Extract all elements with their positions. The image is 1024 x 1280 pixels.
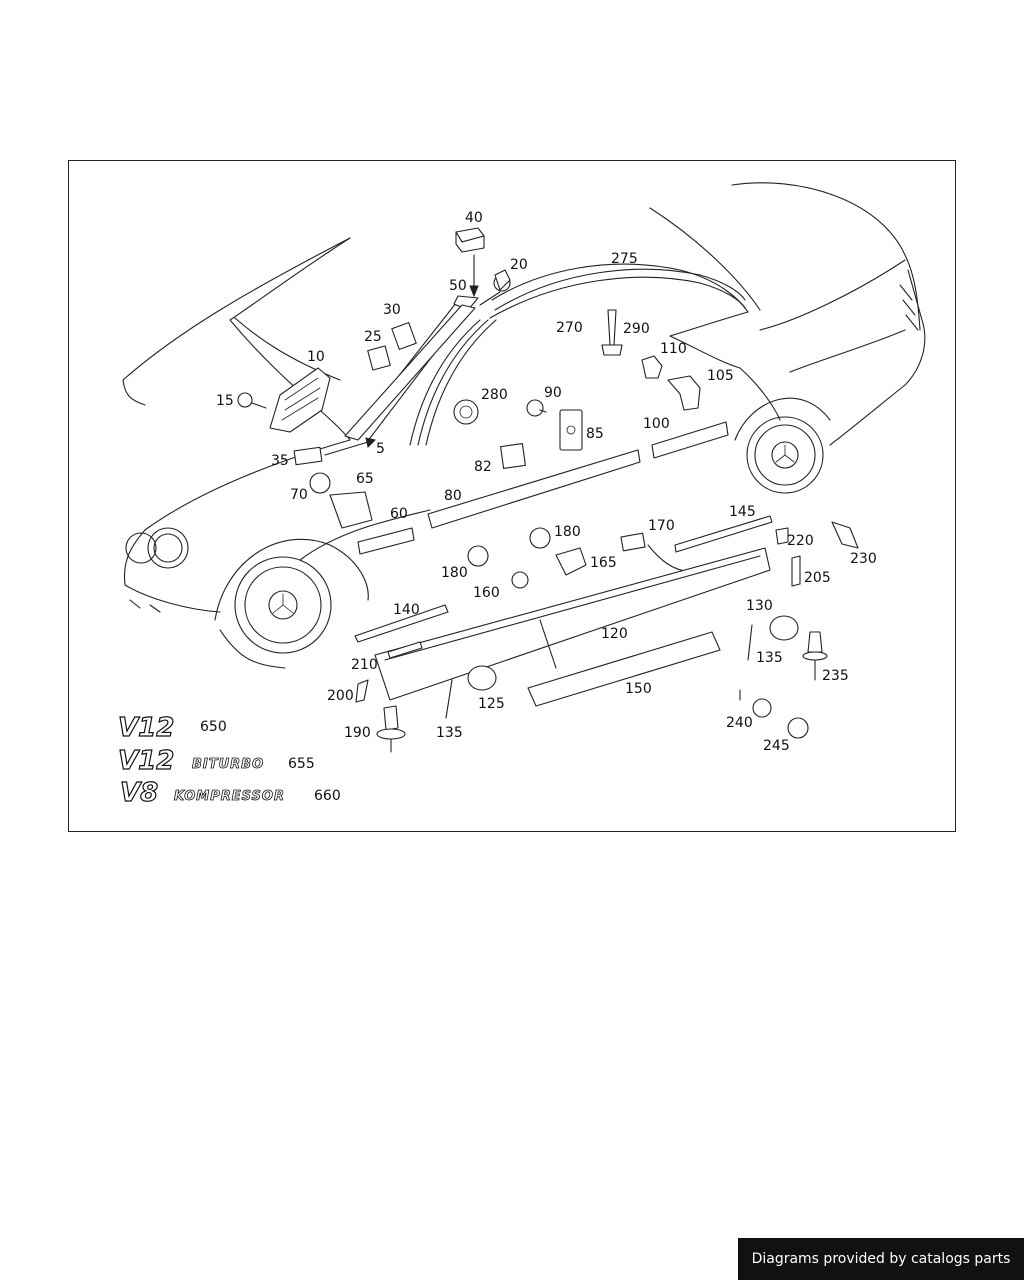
footer-credit: Diagrams provided by catalogs parts	[738, 1238, 1024, 1280]
callout-180-lower: 180	[441, 565, 468, 581]
callout-35: 35	[271, 453, 289, 469]
callout-245: 245	[763, 738, 790, 754]
badge-kompressor: KOMPRESSOR	[174, 789, 285, 804]
callout-190: 190	[344, 725, 371, 741]
callout-235: 235	[822, 668, 849, 684]
callout-205: 205	[804, 570, 831, 586]
callout-660: 660	[314, 788, 341, 804]
callout-82: 82	[474, 459, 492, 475]
callout-240: 240	[726, 715, 753, 731]
callout-105: 105	[707, 368, 734, 384]
callout-110: 110	[660, 341, 687, 357]
callout-60: 60	[390, 506, 408, 522]
callout-650: 650	[200, 719, 227, 735]
callout-210: 210	[351, 657, 378, 673]
callout-25: 25	[364, 329, 382, 345]
callout-165: 165	[590, 555, 617, 571]
callout-200: 200	[327, 688, 354, 704]
callout-140: 140	[393, 602, 420, 618]
badge-v12: V12	[118, 713, 174, 743]
callout-120: 120	[601, 626, 628, 642]
callout-15: 15	[216, 393, 234, 409]
callout-290: 290	[623, 321, 650, 337]
callout-135-right: 135	[756, 650, 783, 666]
callout-170: 170	[648, 518, 675, 534]
callout-30: 30	[383, 302, 401, 318]
callout-130: 130	[746, 598, 773, 614]
callout-70: 70	[290, 487, 308, 503]
callout-5: 5	[376, 441, 385, 457]
callout-180-upper: 180	[554, 524, 581, 540]
callout-220: 220	[787, 533, 814, 549]
callout-230: 230	[850, 551, 877, 567]
badge-v8-main: V8	[120, 778, 158, 808]
badge-biturbo: BITURBO	[192, 757, 264, 772]
callout-10: 10	[307, 349, 325, 365]
callout-90: 90	[544, 385, 562, 401]
callout-145: 145	[729, 504, 756, 520]
callout-270: 270	[556, 320, 583, 336]
badge-emblems: V12 V12 BITURBO V8 KOMPRESSOR	[117, 712, 285, 808]
parts-group	[237, 227, 859, 753]
callout-40: 40	[465, 210, 483, 226]
callout-125: 125	[478, 696, 505, 712]
callout-50: 50	[449, 278, 467, 294]
callout-135-left: 135	[436, 725, 463, 741]
callout-160: 160	[473, 585, 500, 601]
callout-150: 150	[625, 681, 652, 697]
badge-v12-biturbo-main: V12	[118, 746, 174, 776]
callout-20: 20	[510, 257, 528, 273]
callout-275: 275	[611, 251, 638, 267]
callout-655: 655	[288, 756, 315, 772]
callout-280: 280	[481, 387, 508, 403]
callout-100: 100	[643, 416, 670, 432]
callout-labels: 40 20 50 275 30 25 270 290 10 110 105 15…	[200, 210, 877, 804]
callout-85: 85	[586, 426, 604, 442]
callout-65: 65	[356, 471, 374, 487]
callout-80: 80	[444, 488, 462, 504]
car-body-outline	[122, 182, 926, 669]
